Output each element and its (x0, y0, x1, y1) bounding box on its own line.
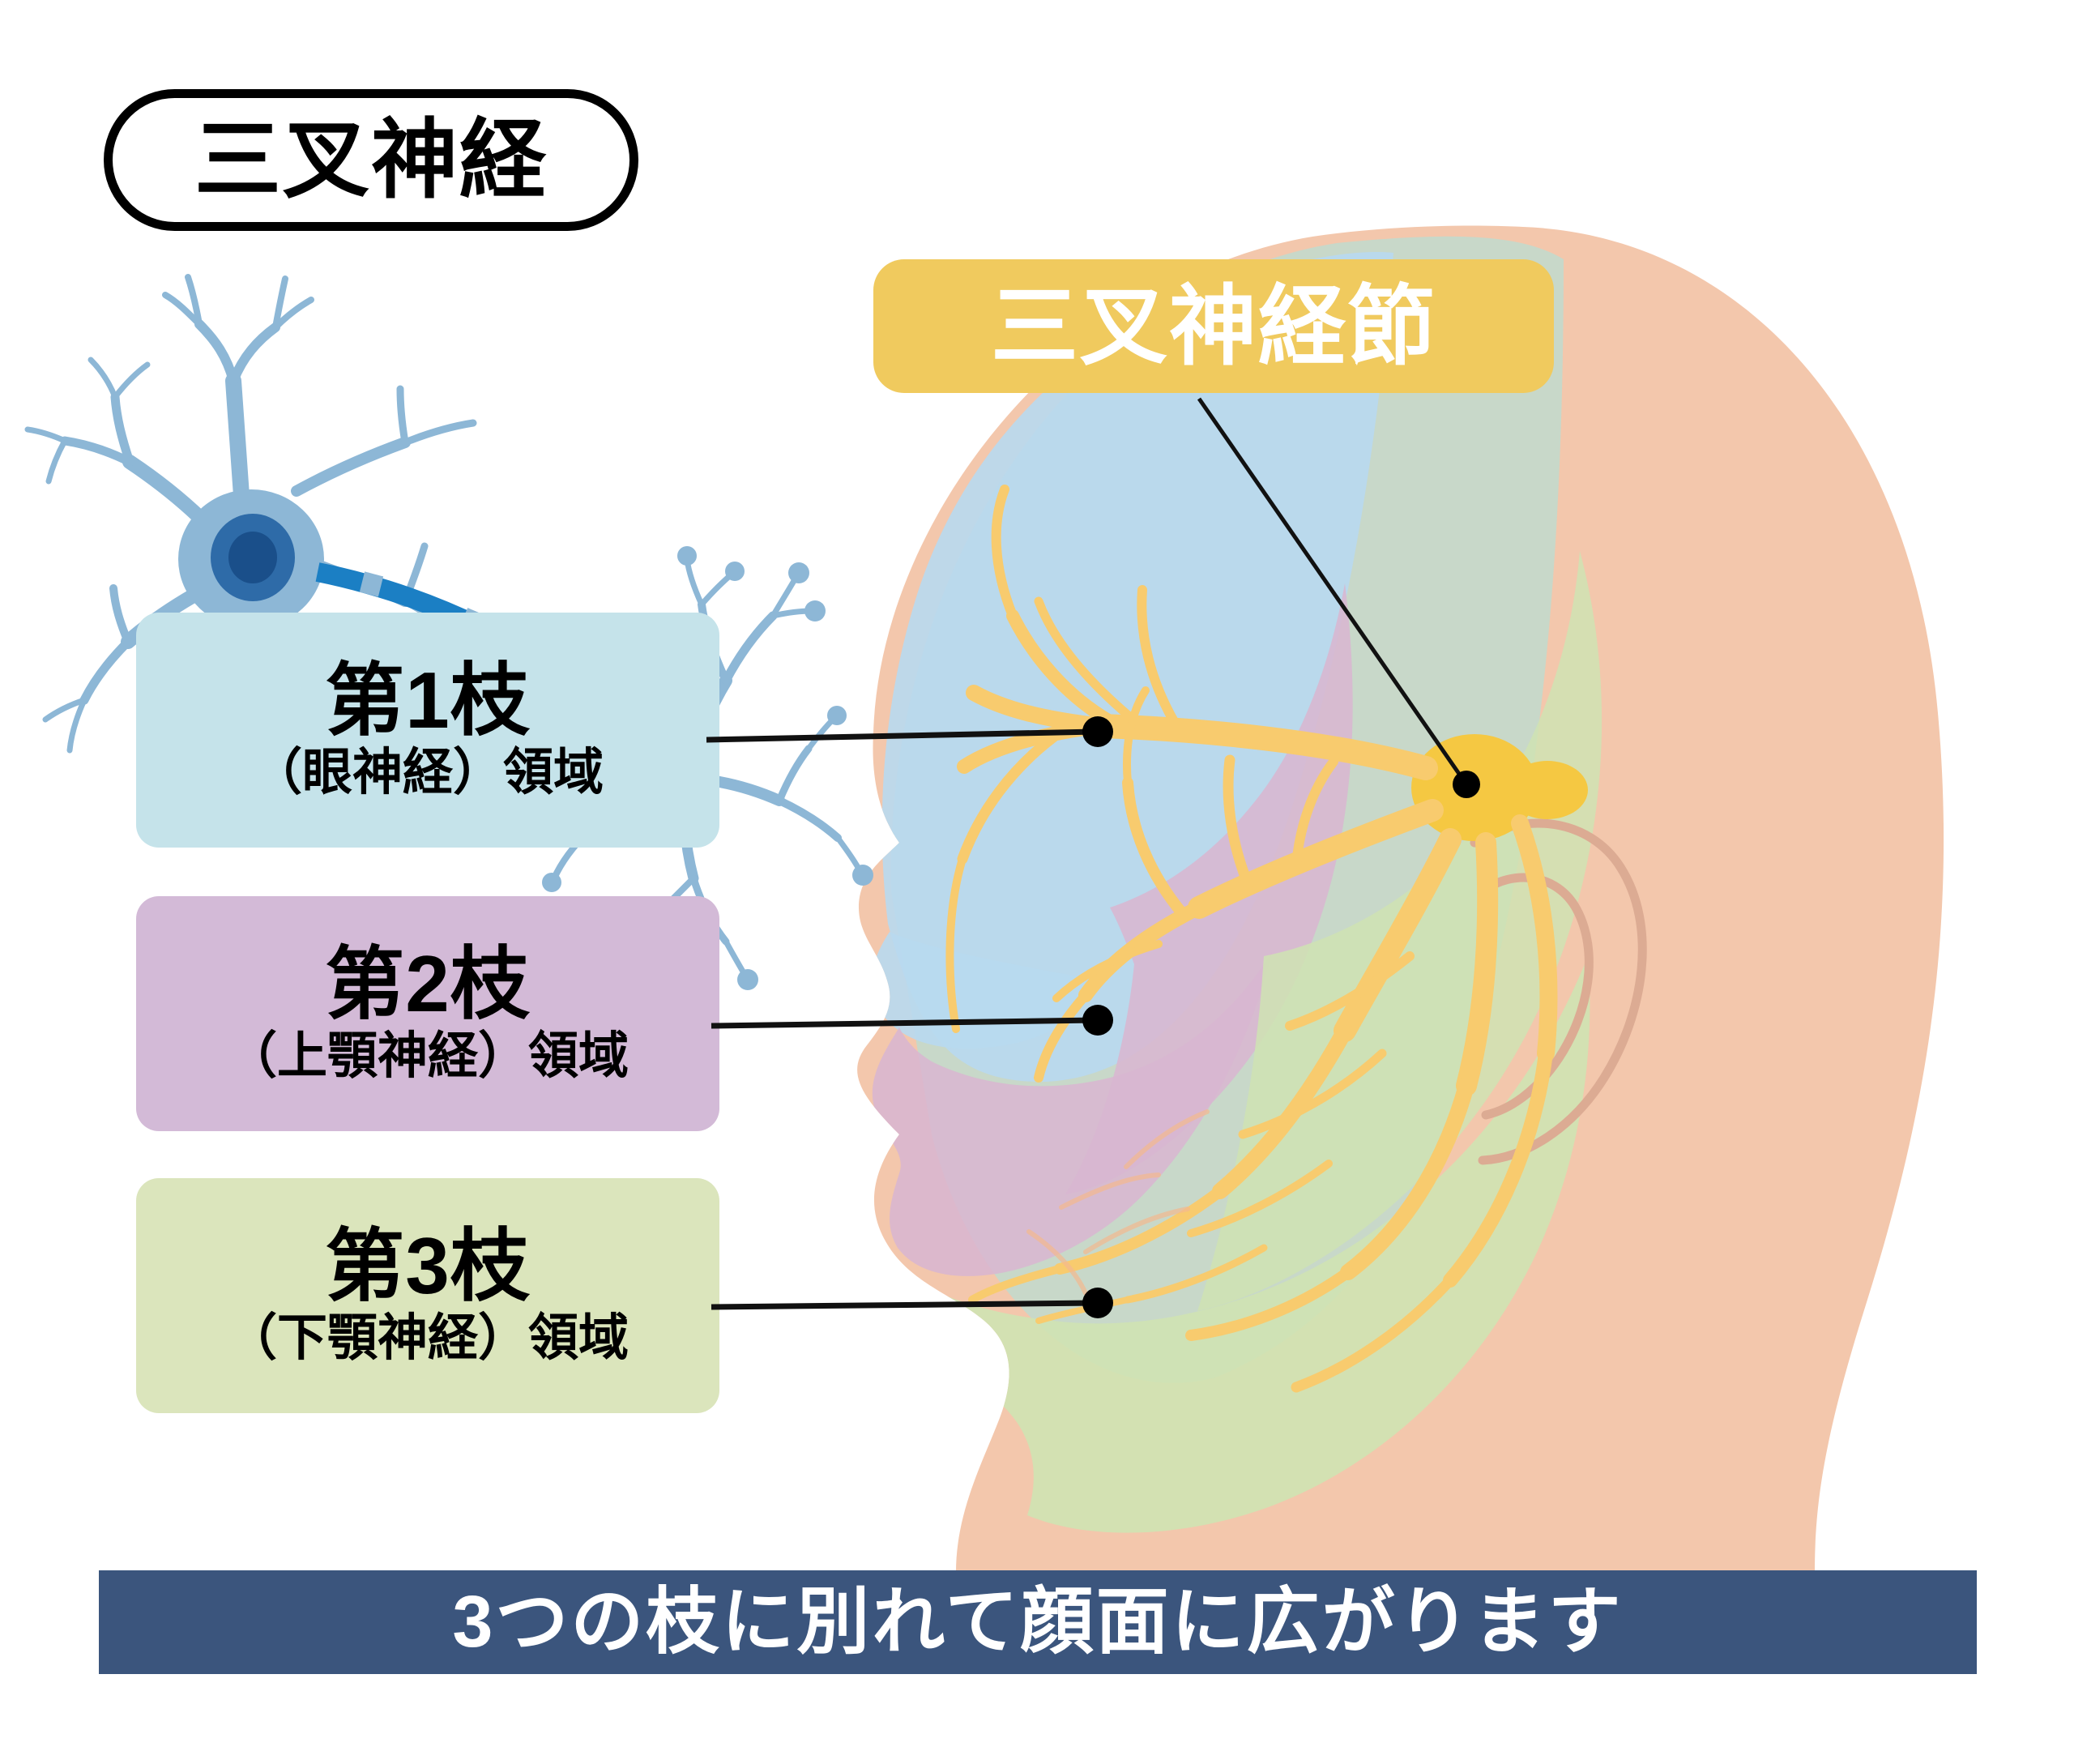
footer-caption-text: 3つの枝に別れて顔面に広がります (452, 1582, 1624, 1663)
fine-nerve-filaments (1026, 1109, 1210, 1296)
legend-item-v3-sub: （下顎神経）領域 (226, 1310, 629, 1367)
diagram-title-pill: 三叉神経 (104, 89, 638, 231)
legend-item-v2: 第2枝 （上顎神経）領域 (136, 896, 719, 1131)
footer-caption-banner: 3つの枝に別れて顔面に広がります (99, 1570, 1977, 1674)
legend-item-v2-sub: （上顎神経）領域 (226, 1028, 629, 1085)
diagram-title-text: 三叉神経 (194, 111, 548, 208)
neuron-soma (178, 489, 324, 629)
legend-item-v1-main: 第1枝 (325, 656, 531, 745)
leader-line-v1 (706, 716, 1113, 747)
region-v2-maxillary (872, 583, 1353, 1276)
legend-item-v2-main: 第2枝 (325, 939, 531, 1029)
leader-line-v2 (711, 1005, 1113, 1036)
legend-item-v3: 第3枝 （下顎神経）領域 (136, 1178, 719, 1413)
legend-item-v1: 第1枝 （眼神経）領域 (136, 613, 719, 848)
leader-line-v3 (711, 1288, 1113, 1318)
ganglion-callout-badge: 三叉神経節 (873, 259, 1554, 393)
ganglion-callout-text: 三叉神経節 (990, 276, 1436, 375)
leader-line-ganglion (1197, 397, 1480, 798)
legend-item-v3-main: 第3枝 (325, 1221, 531, 1311)
legend-item-v1-sub: （眼神経）領域 (251, 745, 604, 801)
